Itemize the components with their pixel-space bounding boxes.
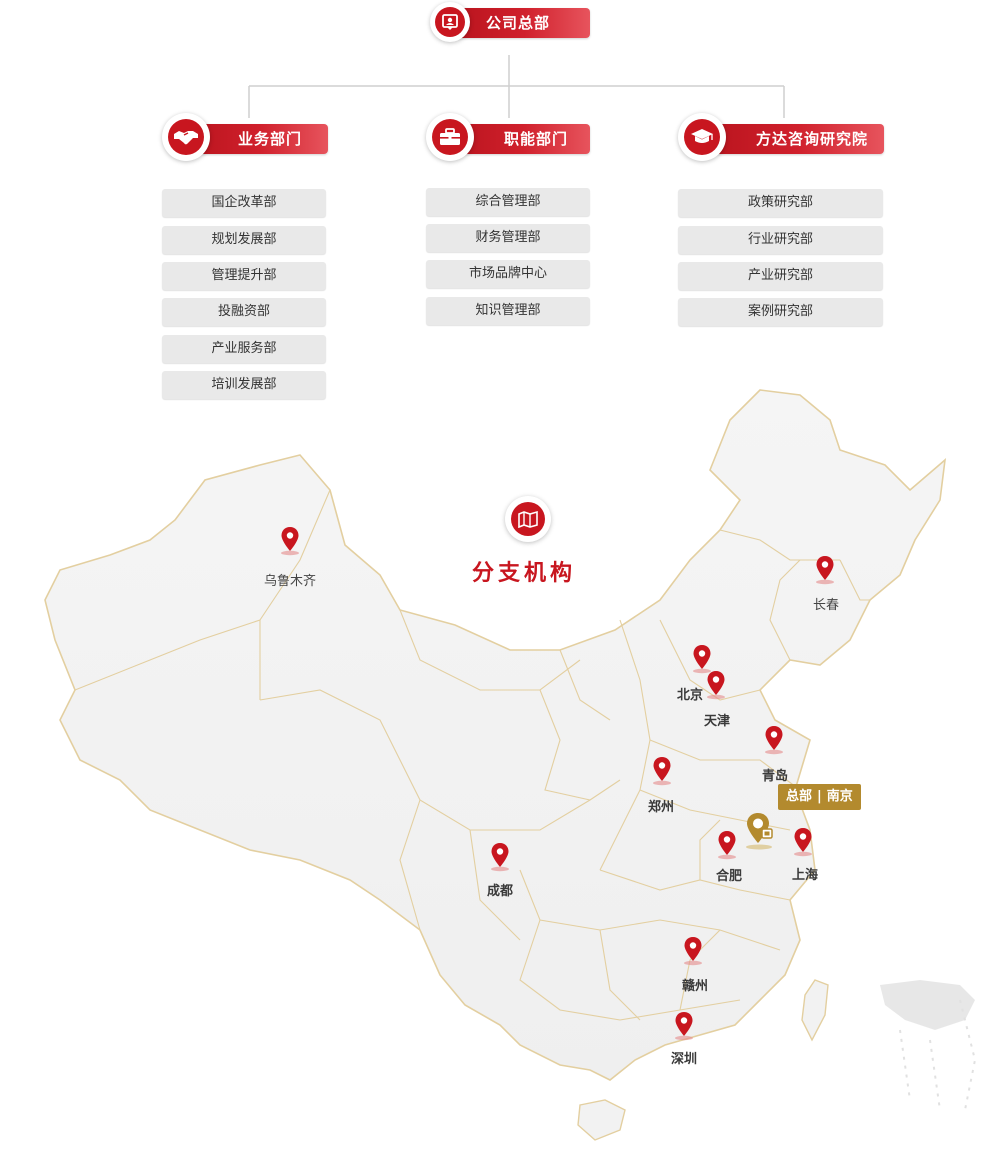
city-label-shenzhen: 深圳: [670, 1052, 698, 1067]
taiwan-outline: [801, 979, 829, 1042]
department-item: 市场品牌中心: [426, 260, 590, 288]
division-header-research: 方达咨询研究院: [678, 113, 884, 161]
city-label-beijing: 北京: [676, 688, 704, 703]
location-pin-icon: [765, 726, 783, 755]
department-item: 管理提升部: [162, 262, 326, 290]
graduation-cap-icon: [691, 129, 713, 143]
city-label-chengdu: 成都: [486, 884, 514, 899]
division-icon-badge: [426, 113, 474, 161]
headquarters-tag-label: 总部: [786, 789, 813, 804]
mainland-outline: [44, 389, 947, 1081]
department-item: 行业研究部: [678, 226, 883, 254]
south-china-sea-inset: [880, 980, 977, 1111]
city-label-shanghai: 上海: [791, 868, 819, 883]
headquarters-tag-separator: |: [817, 789, 822, 804]
department-item: 政策研究部: [678, 189, 883, 217]
location-pin-icon: [816, 556, 834, 585]
city-label-zhengzhou: 郑州: [647, 800, 675, 815]
city-label-tianjin: 天津: [703, 714, 731, 729]
location-pin-icon: [693, 645, 711, 674]
division-icon-badge: [678, 113, 726, 161]
location-pin-icon: [684, 937, 702, 966]
department-item: 知识管理部: [426, 297, 590, 325]
handshake-icon: [174, 131, 198, 145]
location-pin-icon: [794, 828, 812, 857]
location-pin-icon: [653, 757, 671, 786]
department-item: 规划发展部: [162, 226, 326, 254]
headquarters-tag-city: 南京: [826, 789, 853, 804]
division-title: 职能部门: [504, 130, 569, 148]
department-item: 产业服务部: [162, 335, 326, 363]
contact-card-icon: [442, 14, 458, 30]
city-label-qingdao: 青岛: [761, 769, 789, 784]
city-label-hefei: 合肥: [715, 869, 743, 884]
headquarters-tag: 总部 | 南京: [778, 784, 861, 810]
headquarters-pin-icon: [746, 813, 773, 850]
city-label-ganzhou: 赣州: [681, 979, 709, 994]
location-pin-icon: [707, 671, 725, 700]
headquarters-icon-badge: [430, 2, 470, 42]
location-pin-icon: [675, 1012, 693, 1041]
department-item: 财务管理部: [426, 224, 590, 252]
department-item: 培训发展部: [162, 371, 326, 399]
division-header-business: 业务部门: [162, 113, 328, 161]
department-item: 投融资部: [162, 298, 326, 326]
division-title: 业务部门: [238, 130, 303, 148]
headquarters-header: 公司总部: [430, 2, 590, 42]
division-icon-badge: [162, 113, 210, 161]
department-item: 国企改革部: [162, 189, 326, 217]
location-pin-icon: [491, 843, 509, 872]
map-icon: [518, 510, 538, 528]
location-pin-icon: [718, 831, 736, 860]
department-item: 综合管理部: [426, 188, 590, 216]
department-item: 产业研究部: [678, 262, 883, 290]
division-title: 方达咨询研究院: [756, 130, 869, 148]
org-connector-lines: [248, 55, 785, 118]
briefcase-icon: [440, 128, 460, 145]
branches-icon-badge: [505, 496, 551, 542]
headquarters-title: 公司总部: [486, 14, 551, 32]
department-item: 案例研究部: [678, 298, 883, 326]
location-pin-icon: [281, 527, 299, 556]
city-label-urumqi: 乌鲁木齐: [263, 574, 317, 589]
branches-title: 分支机构: [472, 561, 577, 586]
hainan-outline: [577, 1099, 626, 1141]
city-label-changchun: 长春: [812, 598, 840, 613]
division-header-functional: 职能部门: [426, 113, 590, 161]
